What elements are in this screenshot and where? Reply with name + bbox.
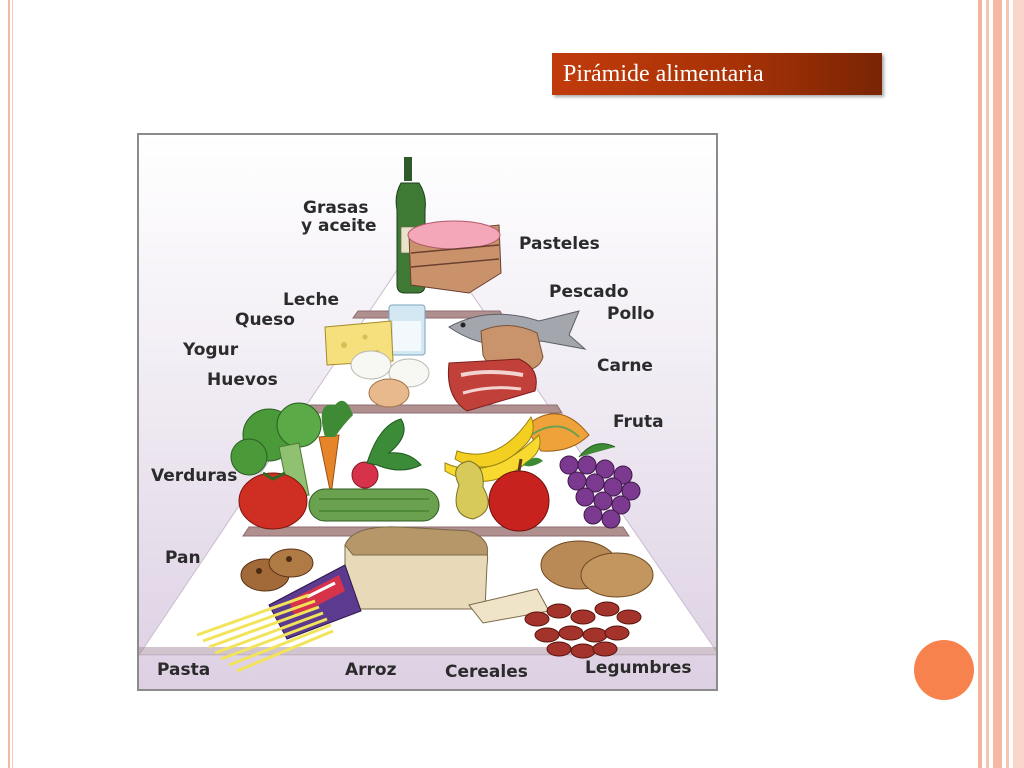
- tomato-icon: [238, 471, 308, 530]
- label-y-aceite: y aceite: [301, 216, 377, 236]
- melon-icon: [524, 413, 590, 452]
- label-verduras: Verduras: [151, 466, 238, 486]
- label-pasteles: Pasteles: [519, 234, 600, 254]
- slide-title: Pirámide alimentaria: [563, 61, 764, 87]
- label-huevos: Huevos: [207, 370, 278, 390]
- label-fruta: Fruta: [613, 412, 664, 432]
- cucumber-icon: [308, 488, 440, 522]
- slide-edge-left: [8, 0, 10, 768]
- cookies-icon: [240, 548, 314, 592]
- label-arroz: Arroz: [345, 660, 397, 680]
- decorative-dot: [914, 640, 974, 700]
- beans-icon: [524, 601, 642, 659]
- glass-icon: [388, 304, 426, 356]
- apple-icon: [488, 457, 550, 532]
- label-yogur: Yogur: [183, 340, 239, 360]
- label-legumbres: Legumbres: [585, 658, 692, 678]
- potato-icon: [540, 540, 654, 598]
- label-pescado: Pescado: [549, 282, 629, 302]
- pear-icon: [455, 460, 489, 520]
- label-cereales: Cereales: [445, 662, 528, 682]
- pyramid-drawing: [139, 157, 716, 673]
- label-queso: Queso: [235, 310, 295, 330]
- label-pasta: Pasta: [157, 660, 211, 680]
- slide-edge-right-4: [1006, 0, 1009, 768]
- slide-edge-right-1: [978, 0, 982, 768]
- label-carne: Carne: [597, 356, 653, 376]
- grapes-icon: [559, 443, 641, 529]
- label-pollo: Pollo: [607, 304, 655, 324]
- slide-edge-left-inner: [12, 0, 13, 768]
- cake-icon: [407, 220, 502, 294]
- slide-edge-right-3: [993, 0, 1002, 768]
- spaghetti-icon: [196, 593, 334, 673]
- label-leche: Leche: [283, 290, 340, 310]
- slide-title-box: Pirámide alimentaria: [552, 53, 882, 95]
- carrot-icon: [318, 400, 353, 496]
- label-grasas: Grasas: [303, 198, 369, 218]
- slide-edge-right-5: [1013, 0, 1024, 768]
- food-pyramid-image: Grasas y aceite Pasteles Leche Queso Pes…: [137, 133, 718, 691]
- slide-edge-right-2: [986, 0, 989, 768]
- meat-icon: [447, 358, 537, 412]
- egg-icon: [350, 350, 430, 408]
- label-pan: Pan: [165, 548, 201, 568]
- radish-icon: [351, 418, 422, 489]
